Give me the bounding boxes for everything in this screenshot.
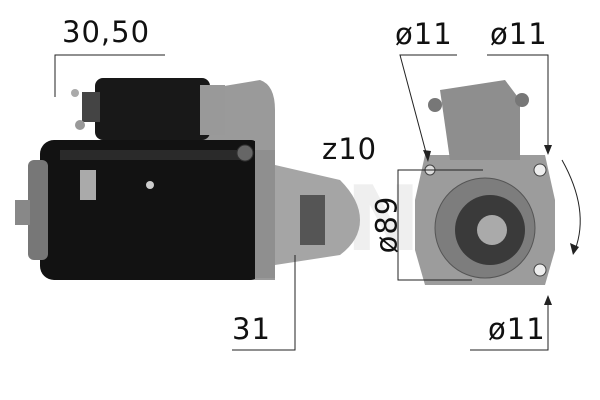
offset-label: 31	[232, 312, 271, 346]
diameter-label-top-right: ø11	[490, 17, 548, 51]
terminal-label: 30,50	[62, 15, 151, 49]
starter-end-view	[415, 80, 555, 285]
arrowheads	[423, 145, 579, 305]
dimension-lines	[54, 54, 581, 351]
flange-diameter-label: ø89	[369, 195, 404, 254]
starter-side-view	[15, 78, 360, 280]
diameter-label-top-left: ø11	[395, 17, 453, 51]
diameter-label-bottom: ø11	[488, 312, 546, 346]
teeth-label: z10	[322, 132, 378, 166]
